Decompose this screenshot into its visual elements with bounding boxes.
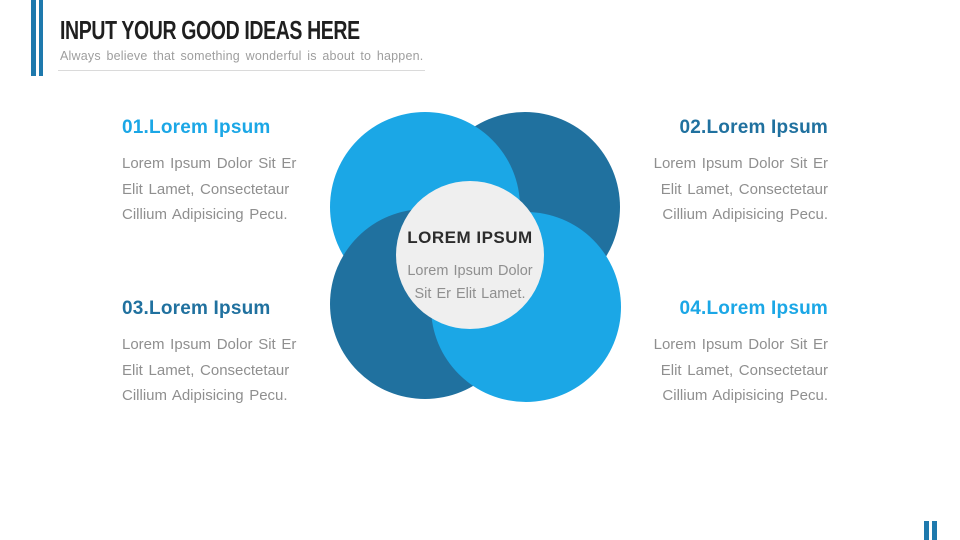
block-body-line: Lorem Ipsum Dolor Sit Er — [122, 155, 297, 172]
block-heading: 03.Lorem Ipsum — [122, 298, 271, 319]
block-body-line: Elit Lamet, Consectetaur — [660, 180, 828, 198]
text-block-03: 03.Lorem Ipsum Lorem Ipsum Dolor Sit Er … — [122, 298, 312, 409]
center-circle-line: Lorem Ipsum Dolor — [407, 263, 533, 279]
block-body-line: Cillium Adipisicing Pecu. — [662, 206, 828, 223]
block-body-line: Lorem Ipsum Dolor Sit Er — [653, 336, 828, 353]
block-body-line: Elit Lamet, Consectetaur — [660, 361, 828, 379]
center-circle-heading: LOREM IPSUM — [407, 228, 533, 247]
block-body-line: Cillium Adipisicing Pecu. — [122, 206, 288, 223]
center-circle-label: LOREM IPSUM Lorem Ipsum Dolor Sit Er Eli… — [386, 228, 554, 306]
accent-bar — [31, 0, 36, 76]
block-body-line: Lorem Ipsum Dolor Sit Er — [122, 336, 297, 353]
page-subtitle: Always believe that something wonderful … — [60, 49, 424, 63]
block-body-line: Lorem Ipsum Dolor Sit Er — [653, 155, 828, 172]
block-body-line: Elit Lamet, Consectetaur — [122, 361, 290, 379]
center-circle-line: Sit Er Elit Lamet. — [414, 286, 526, 302]
venn-diagram — [330, 112, 621, 402]
accent-bar — [924, 521, 929, 540]
block-heading: 01.Lorem Ipsum — [122, 117, 271, 138]
page-title: INPUT YOUR GOOD IDEAS HERE — [60, 15, 360, 45]
center-circle — [396, 181, 544, 329]
text-block-01: 01.Lorem Ipsum Lorem Ipsum Dolor Sit Er … — [122, 117, 312, 228]
block-heading: 04.Lorem Ipsum — [679, 298, 828, 319]
block-body-line: Cillium Adipisicing Pecu. — [122, 387, 288, 404]
block-body-line: Elit Lamet, Consectetaur — [122, 180, 290, 198]
accent-bar — [932, 521, 937, 540]
accent-bar — [38, 0, 43, 76]
block-body-line: Cillium Adipisicing Pecu. — [662, 387, 828, 404]
subtitle-divider — [58, 70, 425, 71]
text-block-02: 02.Lorem Ipsum Lorem Ipsum Dolor Sit Er … — [638, 117, 828, 228]
block-heading: 02.Lorem Ipsum — [679, 117, 828, 138]
text-block-04: 04.Lorem Ipsum Lorem Ipsum Dolor Sit Er … — [638, 298, 828, 409]
